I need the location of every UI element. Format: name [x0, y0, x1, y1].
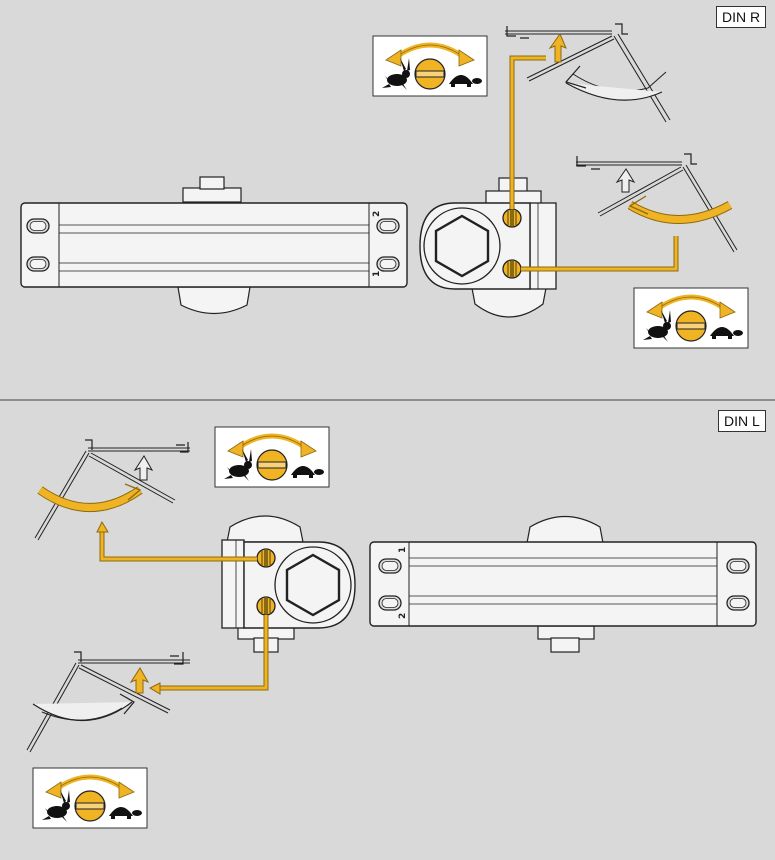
door-swing-din-l-latch [26, 651, 190, 753]
closer-body-din-l [369, 516, 757, 653]
speed-icon-card-din-r-lower [634, 288, 748, 348]
connector-lines-din-r [509, 55, 679, 272]
end-mark-2-din-r: 2 [372, 211, 382, 217]
end-mark-1-din-l: 1 [398, 547, 408, 553]
speed-icon-card-din-l-lower [33, 768, 147, 828]
end-mark-1-din-r: 1 [372, 271, 382, 277]
valve-head-din-l [221, 515, 356, 653]
door-swing-din-r-closing [576, 153, 738, 253]
door-swing-din-l-closing [34, 439, 190, 541]
screw-icon-din-l-lower[interactable] [256, 596, 276, 616]
panel-label-din-l: DIN L [718, 410, 766, 432]
door-swing-din-r-latch [505, 23, 671, 123]
valve-head-din-r [419, 177, 557, 318]
screw-icon-din-r-upper[interactable] [502, 208, 522, 228]
speed-icon-card-din-l-upper [215, 427, 329, 487]
speed-icon-card-din-r-upper [373, 36, 487, 96]
end-mark-2-din-l: 2 [398, 613, 408, 619]
closer-body-din-r [20, 176, 408, 314]
screw-icon-din-l-upper[interactable] [256, 548, 276, 568]
screw-icon-din-r-lower[interactable] [502, 259, 522, 279]
connector-lines-din-l [99, 530, 269, 691]
panel-label-din-r: DIN R [716, 6, 767, 28]
